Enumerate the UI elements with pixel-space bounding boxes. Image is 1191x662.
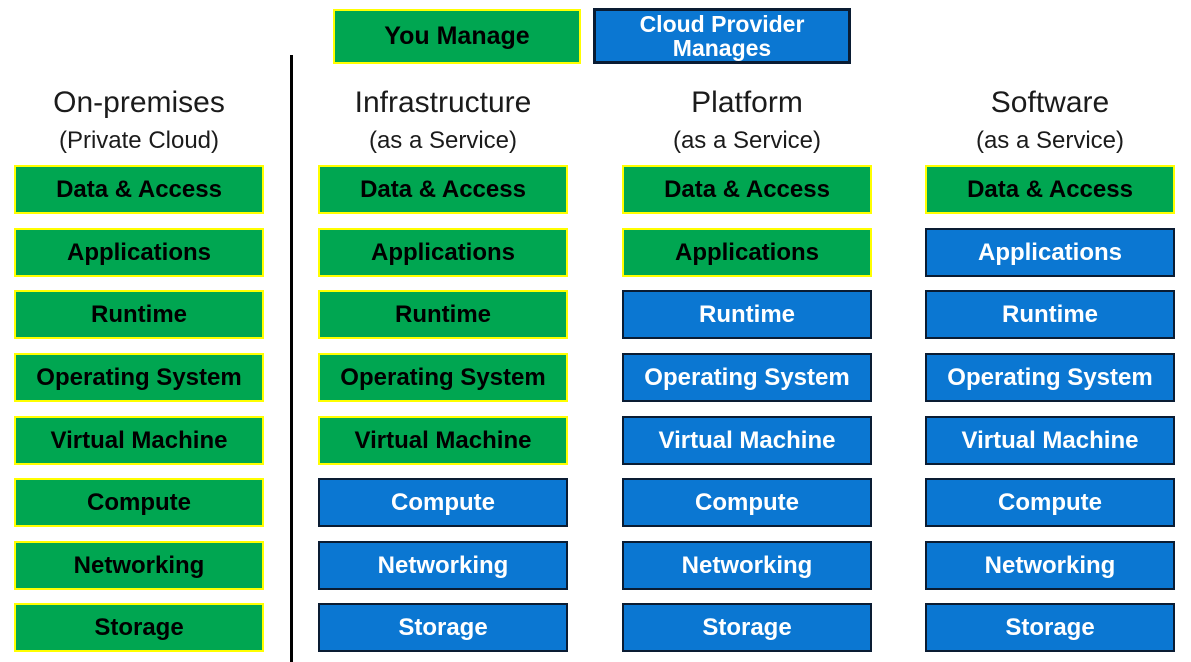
layer-box-runtime: Runtime xyxy=(318,290,568,339)
layer-box-label: Operating System xyxy=(340,363,546,391)
layer-box-networking: Networking xyxy=(925,541,1175,590)
layer-box-label: Compute xyxy=(695,488,799,516)
layer-box-operating-system: Operating System xyxy=(14,353,264,402)
layer-box-runtime: Runtime xyxy=(14,290,264,339)
layer-box-networking: Networking xyxy=(318,541,568,590)
layer-box-applications: Applications xyxy=(622,228,872,277)
layer-box-virtual-machine: Virtual Machine xyxy=(622,416,872,465)
layer-box-label: Applications xyxy=(977,238,1122,266)
legend-cloud-provider-label-line1: Cloud Provider xyxy=(639,10,805,37)
layer-box-label: Networking xyxy=(984,551,1116,579)
layer-box-label: Applications xyxy=(66,238,211,266)
column-iaas: Infrastructure (as a Service) Data & Acc… xyxy=(318,0,568,662)
layer-box-virtual-machine: Virtual Machine xyxy=(14,416,264,465)
layer-box-label: Storage xyxy=(94,613,184,641)
column-on-premises: On-premises (Private Cloud) Data & Acces… xyxy=(14,0,264,662)
layer-box-storage: Storage xyxy=(622,603,872,652)
layer-box-label: Operating System xyxy=(36,363,242,391)
layer-box-label: Data & Access xyxy=(56,175,222,203)
layer-box-label: Networking xyxy=(681,551,813,579)
layer-box-label: Virtual Machine xyxy=(961,426,1139,454)
column-title: On-premises xyxy=(53,86,225,119)
legend-cloud-provider-manages: Cloud Provider Manages xyxy=(593,8,851,64)
layer-box-virtual-machine: Virtual Machine xyxy=(318,416,568,465)
layer-box-label: Applications xyxy=(370,238,515,266)
column-title: Infrastructure xyxy=(354,86,532,119)
column-title: Software xyxy=(990,86,1110,119)
layer-box-data-access: Data & Access xyxy=(14,165,264,214)
layer-box-label: Runtime xyxy=(1002,300,1098,328)
layer-box-label: Networking xyxy=(73,551,205,579)
layer-box-runtime: Runtime xyxy=(622,290,872,339)
layer-box-applications: Applications xyxy=(14,228,264,277)
legend-cloud-provider-label-line2: Manages xyxy=(672,35,772,61)
layer-box-label: Runtime xyxy=(91,300,187,328)
layer-box-compute: Compute xyxy=(14,478,264,527)
column-subtitle: (as a Service) xyxy=(672,127,822,154)
layer-box-data-access: Data & Access xyxy=(925,165,1175,214)
layer-box-virtual-machine: Virtual Machine xyxy=(925,416,1175,465)
layer-box-networking: Networking xyxy=(622,541,872,590)
layer-box-data-access: Data & Access xyxy=(622,165,872,214)
layer-box-operating-system: Operating System xyxy=(925,353,1175,402)
layer-box-runtime: Runtime xyxy=(925,290,1175,339)
layer-box-label: Storage xyxy=(1005,613,1095,641)
layer-box-operating-system: Operating System xyxy=(318,353,568,402)
layer-box-label: Operating System xyxy=(947,363,1153,391)
layer-box-label: Data & Access xyxy=(664,175,830,203)
layer-box-applications: Applications xyxy=(318,228,568,277)
column-title: Platform xyxy=(691,86,803,119)
layer-box-storage: Storage xyxy=(318,603,568,652)
layer-box-data-access: Data & Access xyxy=(318,165,568,214)
layer-box-label: Data & Access xyxy=(967,175,1133,203)
legend-you-manage-label: You Manage xyxy=(384,22,530,50)
layer-box-label: Compute xyxy=(998,488,1102,516)
layer-box-applications: Applications xyxy=(925,228,1175,277)
divider-line xyxy=(290,55,293,662)
layer-box-storage: Storage xyxy=(925,603,1175,652)
column-subtitle: (as a Service) xyxy=(975,127,1125,154)
layer-box-label: Storage xyxy=(702,613,792,641)
layer-box-operating-system: Operating System xyxy=(622,353,872,402)
layer-box-networking: Networking xyxy=(14,541,264,590)
column-subtitle: (Private Cloud) xyxy=(58,127,220,154)
layer-box-compute: Compute xyxy=(925,478,1175,527)
layer-box-label: Virtual Machine xyxy=(354,426,532,454)
layer-box-label: Data & Access xyxy=(360,175,526,203)
layer-box-storage: Storage xyxy=(14,603,264,652)
layer-box-compute: Compute xyxy=(318,478,568,527)
layer-box-label: Virtual Machine xyxy=(50,426,228,454)
layer-box-label: Applications xyxy=(674,238,819,266)
layer-box-label: Operating System xyxy=(644,363,850,391)
layer-box-label: Virtual Machine xyxy=(658,426,836,454)
layer-box-compute: Compute xyxy=(622,478,872,527)
layer-box-label: Runtime xyxy=(395,300,491,328)
layer-box-label: Networking xyxy=(377,551,509,579)
layer-box-label: Runtime xyxy=(699,300,795,328)
column-subtitle: (as a Service) xyxy=(368,127,518,154)
layer-box-label: Storage xyxy=(398,613,488,641)
legend-you-manage: You Manage xyxy=(333,9,581,64)
layer-box-label: Compute xyxy=(87,488,191,516)
layer-box-label: Compute xyxy=(391,488,495,516)
